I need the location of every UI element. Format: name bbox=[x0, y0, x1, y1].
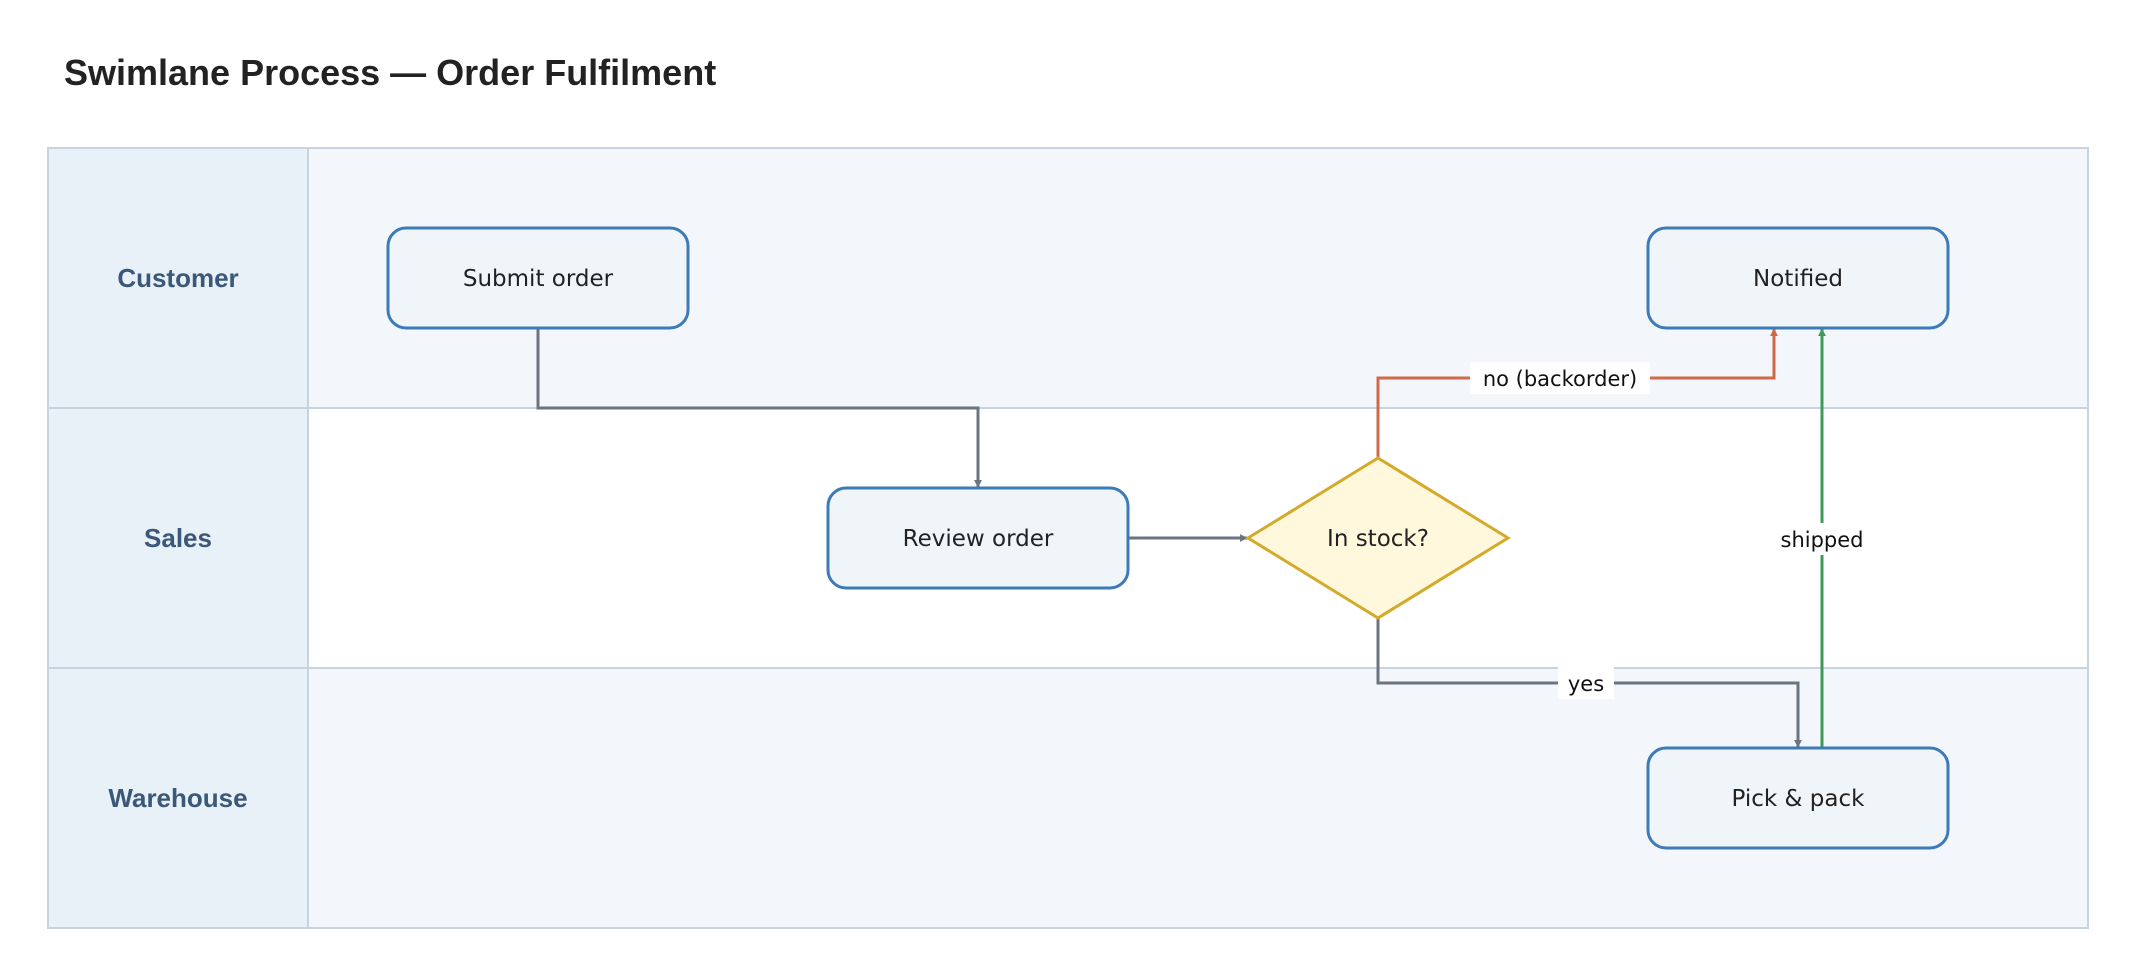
node-review-order-box bbox=[826, 486, 1130, 590]
lane-warehouse-header bbox=[48, 668, 308, 928]
edge-label-shipped-bg bbox=[1774, 523, 1870, 555]
node-pick-pack-box bbox=[1646, 746, 1950, 850]
edge-label-no-backorder: no (backorder) bbox=[1470, 362, 1650, 394]
lane-sales-header bbox=[48, 408, 308, 668]
node-notified-label: Notified bbox=[1753, 266, 1843, 292]
node-submit-order[interactable]: Submit order bbox=[386, 226, 690, 330]
page-title: Swimlane Process — Order Fulfilment bbox=[64, 52, 717, 93]
node-review-order-label: Review order bbox=[903, 526, 1054, 552]
node-pick-pack[interactable]: Pick & pack bbox=[1646, 746, 1950, 850]
edge-label-no-backorder-text: no (backorder) bbox=[1483, 367, 1637, 391]
edge-label-no-backorder-bg bbox=[1470, 362, 1650, 394]
lane-outer-border bbox=[47, 147, 2089, 929]
node-review-order[interactable]: Review order bbox=[826, 486, 1130, 590]
node-submit-order-box bbox=[386, 226, 690, 330]
edge-label-yes-bg bbox=[1558, 667, 1614, 699]
node-notified[interactable]: Notified bbox=[1646, 226, 1950, 330]
node-in-stock-label: In stock? bbox=[1327, 526, 1429, 552]
edge-label-shipped-text: shipped bbox=[1781, 528, 1864, 552]
edge-submit-review bbox=[536, 328, 982, 488]
lane-sales-label: Sales bbox=[144, 523, 212, 553]
node-pick-pack-label: Pick & pack bbox=[1732, 786, 1866, 812]
edge-label-shipped: shipped bbox=[1774, 523, 1870, 555]
lane-customer-header bbox=[48, 148, 308, 408]
lane-borders bbox=[47, 147, 2089, 929]
node-in-stock-diamond bbox=[1245, 456, 1511, 620]
edge-label-yes: yes bbox=[1558, 667, 1614, 699]
edge-label-yes-text: yes bbox=[1568, 672, 1604, 696]
node-in-stock-decision[interactable]: In stock? bbox=[1245, 456, 1511, 620]
node-notified-box bbox=[1646, 226, 1950, 330]
lane-warehouse-label: Warehouse bbox=[108, 783, 247, 813]
lane-customer-label: Customer bbox=[117, 263, 238, 293]
node-submit-order-label: Submit order bbox=[463, 266, 614, 292]
